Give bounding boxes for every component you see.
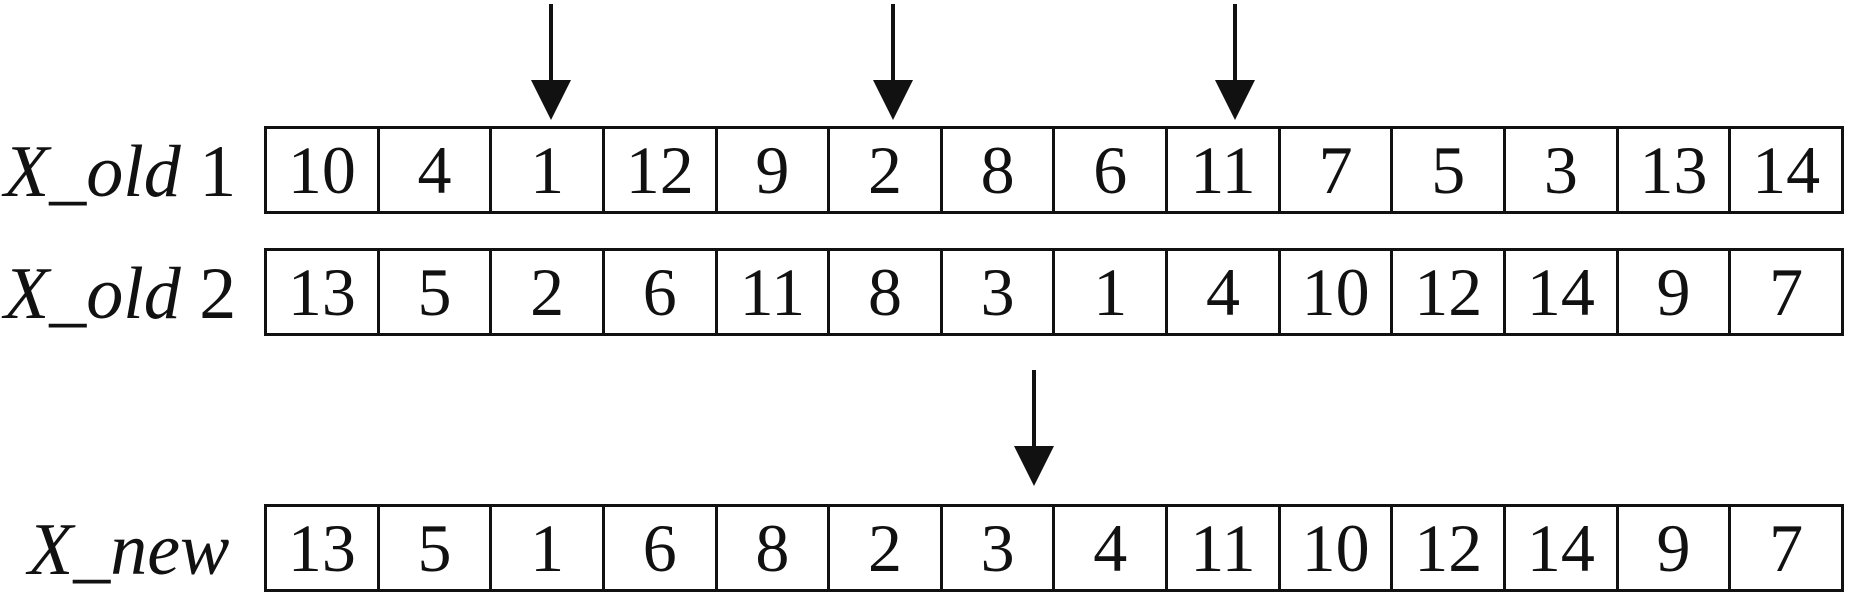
parent2-gene: 4	[1165, 251, 1278, 333]
row-label-old2-index: 2	[199, 253, 237, 335]
parent2-gene: 8	[827, 251, 940, 333]
offspring-gene: 10	[1277, 507, 1391, 589]
row-label-new: X_new	[28, 506, 244, 594]
selection-arrow-3	[1215, 4, 1255, 120]
parent1-gene: 11	[1165, 129, 1278, 211]
offspring-gene: 14	[1503, 507, 1616, 589]
parent2-gene: 6	[601, 251, 715, 333]
offspring-gene: 12	[1390, 507, 1503, 589]
parent1-gene: 9	[714, 129, 828, 211]
offspring-gene: 6	[601, 507, 715, 589]
parent1-gene: 7	[1277, 129, 1391, 211]
parent1-gene: 3	[1503, 129, 1616, 211]
parent1-gene: 5	[1390, 129, 1503, 211]
offspring-gene: 4	[1052, 507, 1165, 589]
row-label-old2-var: X_old	[4, 253, 181, 335]
offspring-arrow	[1014, 370, 1054, 486]
row-label-old1-index: 1	[199, 131, 237, 213]
parent2-gene: 11	[714, 251, 828, 333]
row-label-old1-var: X_old	[4, 131, 181, 213]
offspring-gene: 3	[939, 507, 1053, 589]
selection-arrow-1	[531, 4, 571, 120]
parent2-gene: 2	[489, 251, 602, 333]
row-label-old2: X_old 2	[4, 250, 244, 338]
offspring-gene: 5	[376, 507, 490, 589]
offspring-gene: 8	[714, 507, 828, 589]
offspring-gene: 13	[287, 510, 356, 586]
parent2-chromosome: 13 5 2 6 11 8 3 1 4 10 12 14 9 7	[264, 248, 1844, 336]
parent1-gene: 14	[1728, 129, 1841, 211]
parent1-gene: 6	[1052, 129, 1165, 211]
row-label-new-var: X_new	[28, 509, 230, 591]
parent2-gene: 10	[1277, 251, 1391, 333]
parent2-gene: 3	[939, 251, 1053, 333]
offspring-chromosome: 13 5 1 6 8 2 3 4 11 10 12 14 9 7	[264, 504, 1844, 592]
parent1-gene: 2	[827, 129, 940, 211]
parent2-gene: 1	[1052, 251, 1165, 333]
parent2-gene: 5	[376, 251, 490, 333]
selection-arrow-2	[873, 4, 913, 120]
parent1-gene: 13	[1615, 129, 1729, 211]
parent1-gene: 1	[489, 129, 602, 211]
parent2-gene: 12	[1390, 251, 1503, 333]
parent1-gene: 10	[287, 132, 356, 208]
parent1-chromosome: 10 4 1 12 9 2 8 6 11 7 5 3 13 14	[264, 126, 1844, 214]
offspring-gene: 9	[1615, 507, 1729, 589]
parent2-gene: 13	[287, 254, 356, 330]
parent2-gene: 14	[1503, 251, 1616, 333]
offspring-gene: 2	[827, 507, 940, 589]
offspring-gene: 7	[1728, 507, 1841, 589]
parent1-gene: 8	[939, 129, 1053, 211]
parent2-gene: 7	[1728, 251, 1841, 333]
parent2-gene: 9	[1615, 251, 1729, 333]
parent1-gene: 12	[601, 129, 715, 211]
parent1-gene: 4	[376, 129, 490, 211]
row-label-old1: X_old 1	[4, 128, 244, 216]
offspring-gene: 11	[1165, 507, 1278, 589]
offspring-gene: 1	[489, 507, 602, 589]
